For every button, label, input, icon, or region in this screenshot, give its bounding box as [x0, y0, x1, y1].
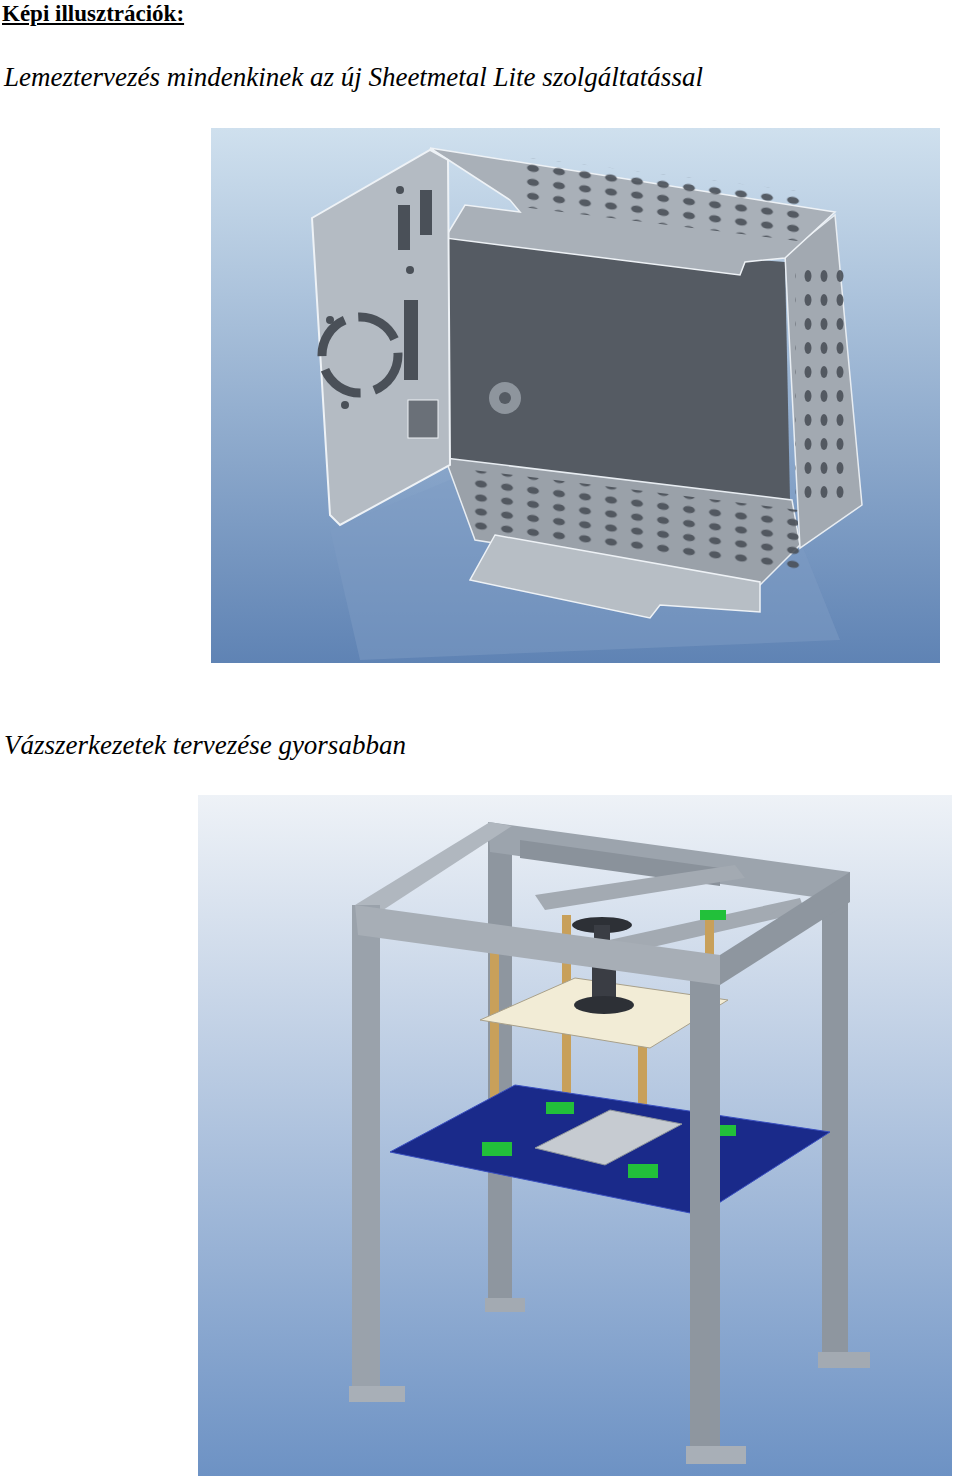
- sheetmetal-render: [211, 128, 940, 663]
- frame-render: [198, 795, 952, 1476]
- page-heading: Képi illusztrációk:: [2, 1, 184, 27]
- figure-caption: Lemeztervezés mindenkinek az új Sheetmet…: [4, 62, 703, 93]
- figure-caption: Vázszerkezetek tervezése gyorsabban: [4, 730, 406, 761]
